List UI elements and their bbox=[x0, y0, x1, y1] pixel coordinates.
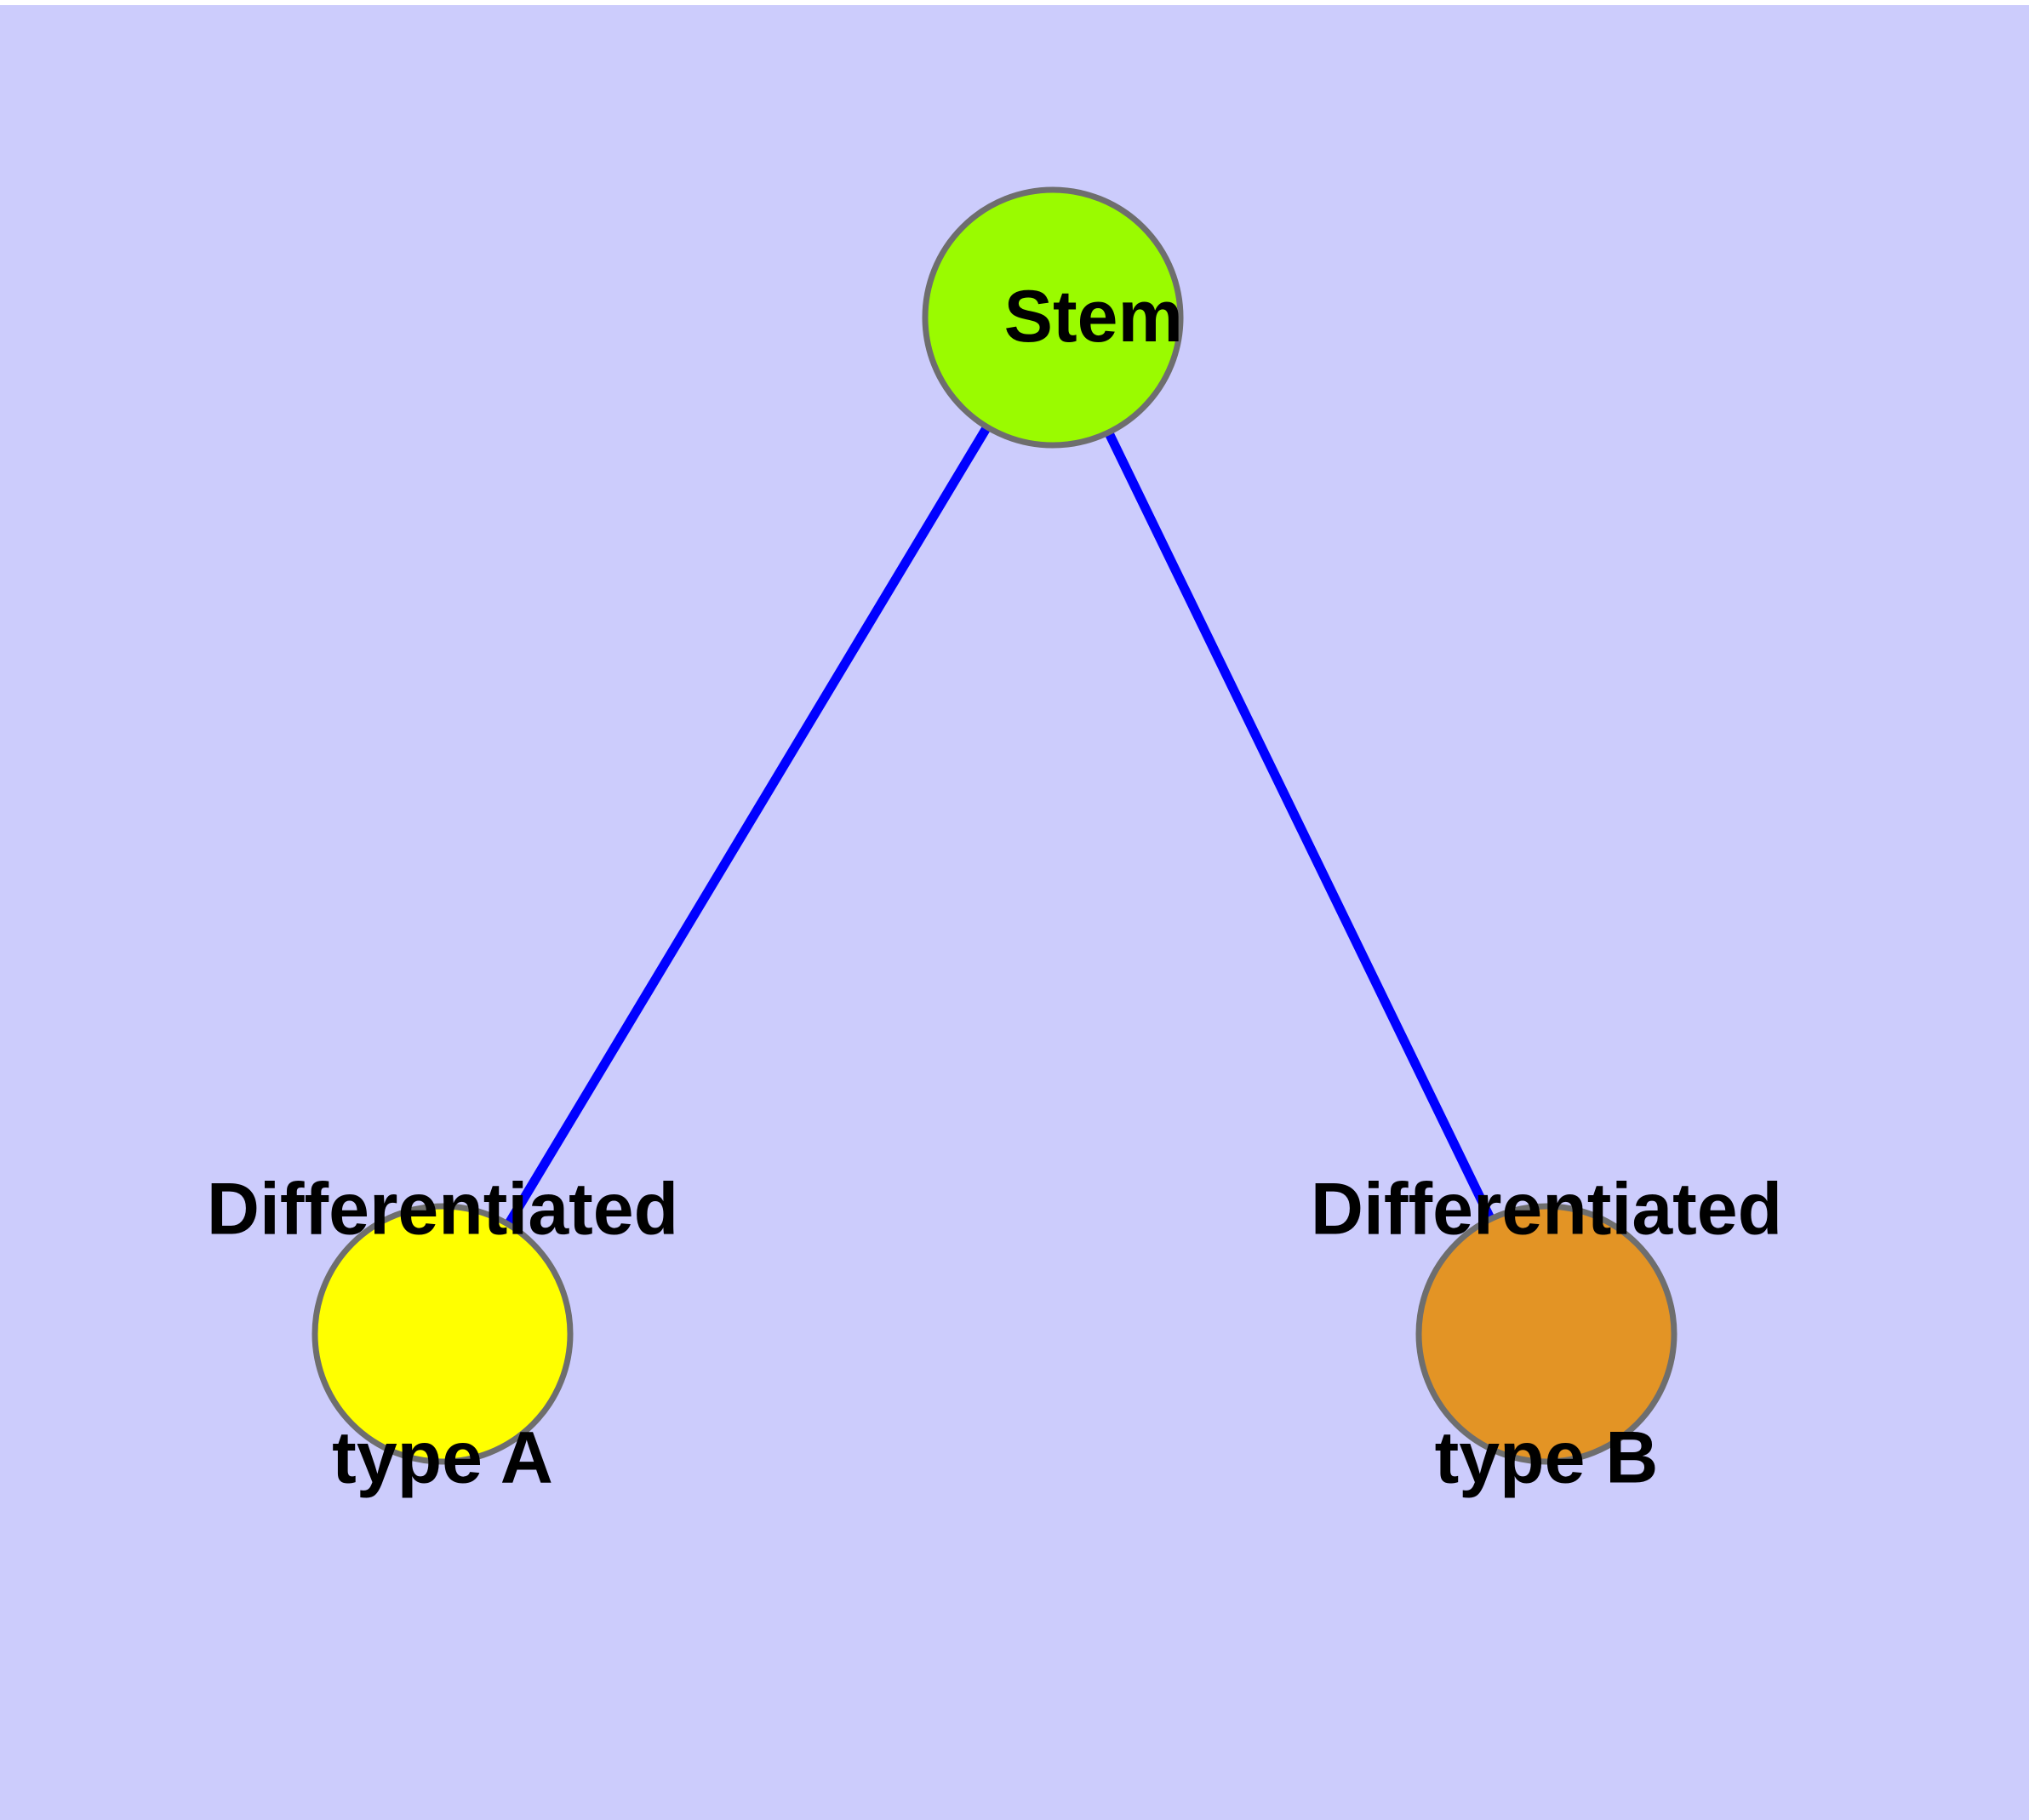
node-type-a[interactable] bbox=[311, 1203, 574, 1465]
edge-stem-to-type-a bbox=[505, 426, 991, 1226]
node-type-b[interactable] bbox=[1415, 1203, 1677, 1465]
edge-stem-to-type-b bbox=[1105, 432, 1495, 1220]
node-stem[interactable] bbox=[922, 186, 1184, 449]
edge-layer bbox=[505, 426, 1495, 1226]
node-layer bbox=[311, 186, 1677, 1465]
